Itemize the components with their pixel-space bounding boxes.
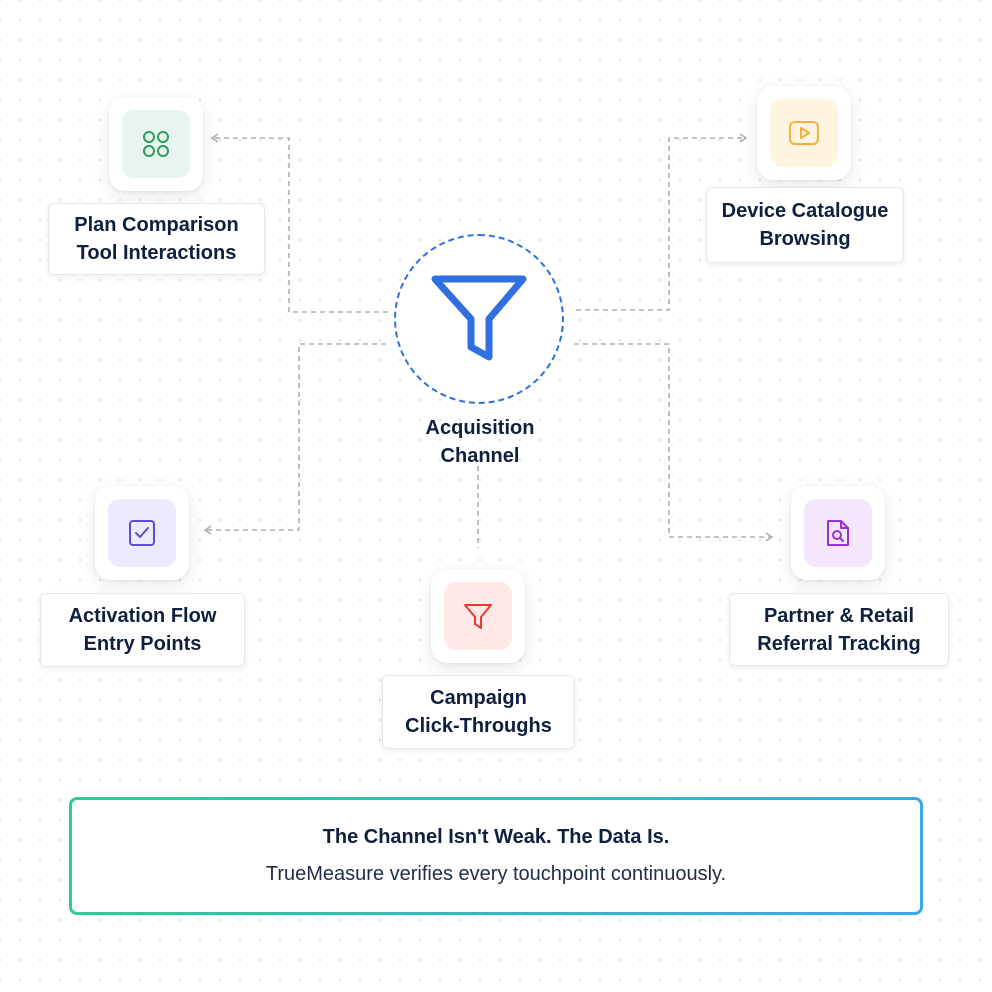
checkbox-icon [129, 520, 155, 546]
device-catalogue-line1: Device Catalogue [721, 200, 889, 222]
center-label-line1: Acquisition [425, 417, 535, 439]
device-catalogue-line2: Browsing [759, 228, 851, 250]
file-search-icon [827, 520, 849, 546]
partner-retail-card: Partner & Retail Referral Tracking [729, 593, 949, 666]
device-catalogue-icon-tile [757, 86, 851, 180]
connector-partner [574, 343, 774, 542]
campaign-line1: Campaign [430, 687, 527, 709]
grid-icon [143, 131, 169, 157]
summary-callout: The Channel Isn't Weak. The Data Is. Tru… [69, 797, 923, 915]
campaign-icon-tile [431, 569, 525, 663]
callout-subtitle: TrueMeasure verifies every touchpoint co… [265, 863, 727, 885]
plan-comparison-card: Plan Comparison Tool Interactions [48, 203, 265, 275]
activation-flow-line1: Activation Flow [68, 605, 217, 627]
plan-comparison-icon-tile [109, 97, 203, 191]
callout-title: The Channel Isn't Weak. The Data Is. [322, 826, 670, 848]
campaign-line2: Click-Throughs [405, 715, 552, 737]
acquisition-channel-label: Acquisition Channel [400, 414, 560, 470]
activation-flow-icon-tile [95, 486, 189, 580]
activation-flow-line2: Entry Points [83, 633, 202, 655]
connector-device [576, 133, 748, 311]
acquisition-channel-hub [394, 234, 564, 404]
plan-comparison-line2: Tool Interactions [76, 242, 237, 264]
device-catalogue-card: Device Catalogue Browsing [706, 187, 904, 263]
funnel-icon [464, 604, 492, 629]
connector-plan [210, 133, 388, 313]
partner-retail-line1: Partner & Retail [763, 604, 915, 627]
campaign-card: Campaign Click-Throughs [382, 675, 575, 749]
partner-retail-icon-tile [791, 486, 885, 580]
video-play-icon [789, 121, 819, 145]
plan-comparison-line1: Plan Comparison [74, 214, 239, 236]
funnel-icon [431, 275, 527, 361]
connector-activation [203, 343, 386, 535]
partner-retail-line2: Referral Tracking [757, 632, 921, 655]
center-label-line2: Channel [440, 445, 520, 467]
activation-flow-card: Activation Flow Entry Points [40, 593, 245, 667]
